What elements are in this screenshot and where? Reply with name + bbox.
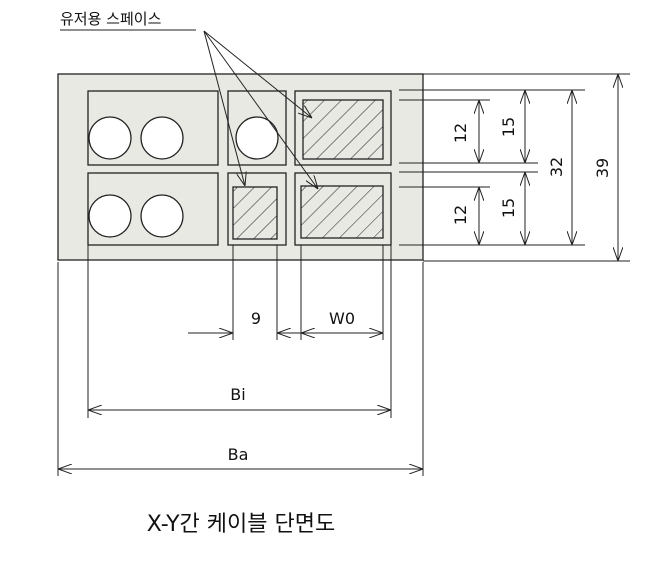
leader-arrow [203, 30, 312, 118]
cable-circle [235, 116, 279, 160]
compartment-bottom-middle [227, 172, 287, 246]
cable-circle [88, 194, 132, 238]
dim-label-bi: Bi [230, 385, 245, 404]
user-space-hatched [300, 185, 384, 239]
dim-label-ba: Ba [228, 445, 249, 464]
dim-label-32: 32 [547, 157, 566, 177]
user-space-label: 유저용 스페이스 [60, 10, 162, 28]
compartment-top-left [87, 90, 219, 166]
compartment-bottom-left [87, 172, 219, 246]
dim-label-39: 39 [593, 158, 612, 178]
cable-circle [140, 116, 184, 160]
user-space-hatched [302, 99, 384, 160]
dim-label-15-bottom: 15 [499, 198, 518, 218]
compartment-top-middle [227, 90, 287, 166]
leader-arrow [203, 30, 245, 186]
compartment-bottom-right [294, 172, 392, 246]
dim-label-12-top: 12 [451, 123, 470, 143]
dim-label-9: 9 [251, 309, 261, 328]
cable-circle [140, 194, 184, 238]
leader-arrow [203, 30, 318, 189]
cable-circle [88, 116, 132, 160]
user-space-hatched [232, 186, 278, 240]
dim-label-w0: W0 [329, 309, 355, 328]
dim-label-15-top: 15 [499, 117, 518, 137]
dim-label-12-bottom: 12 [451, 205, 470, 225]
diagram-caption: X-Y간 케이블 단면도 [147, 512, 335, 537]
compartment-top-right [294, 90, 392, 166]
